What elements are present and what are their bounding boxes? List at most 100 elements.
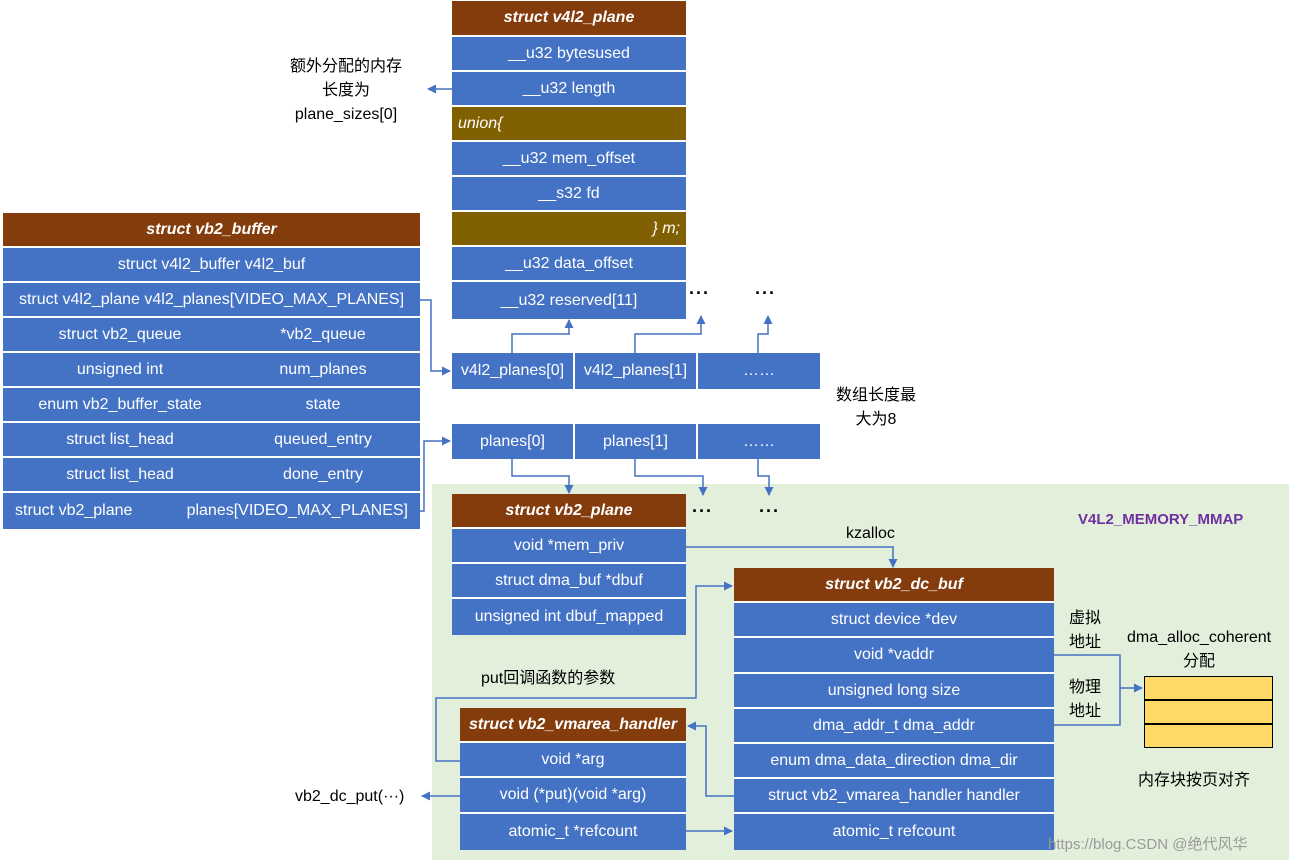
vb2-buffer-queue-type: struct vb2_queue — [58, 325, 182, 343]
planes-cell-0: planes[0] — [452, 424, 575, 459]
dma-alloc-line2: 分配 — [1183, 653, 1216, 670]
memory-block-2 — [1144, 700, 1273, 724]
v4l2-planes-cell-more: …… — [743, 362, 775, 379]
extra-alloc-note: 额外分配的内存 长度为 plane_sizes[0] — [290, 55, 402, 127]
vb2-buffer-done-entry-row: struct list_head done_entry — [3, 458, 420, 493]
vmarea-handler-refcount: atomic_t *refcount — [460, 814, 686, 850]
arrow-planesmore-to-more — [757, 459, 774, 496]
ellipsis-v4l2-plane-2: ··· — [755, 283, 776, 303]
vb2-buffer-v4l2-buf: struct v4l2_buffer v4l2_buf — [3, 248, 420, 283]
page-aligned-note: 内存块按页对齐 — [1138, 772, 1251, 789]
memory-block-1 — [1144, 676, 1273, 700]
watermark: https://blog.CSDN @绝代风华 — [1048, 836, 1248, 853]
vb2-dc-buf-handler: struct vb2_vmarea_handler handler — [734, 779, 1054, 814]
v4l2-plane-fd: __s32 fd — [452, 177, 686, 212]
vb2-buffer-queue-name: *vb2_queue — [280, 325, 366, 343]
v4l2-plane-union-end: } m; — [452, 212, 686, 247]
vb2-dc-buf-dma-dir: enum dma_data_direction dma_dir — [734, 744, 1054, 779]
array-length-note: 数组长度最 大为8 — [836, 384, 916, 432]
dma-alloc-line1: dma_alloc_coherent — [1127, 629, 1272, 646]
vb2-buffer-state-row: enum vb2_buffer_state state — [3, 388, 420, 423]
virtual-address-line2: 地址 — [1069, 634, 1102, 651]
arrow-cell0-to-v4l2-plane — [511, 319, 574, 353]
vb2-buffer-planes-row: struct vb2_plane planes[VIDEO_MAX_PLANES… — [3, 493, 420, 529]
physical-address-line1: 物理 — [1069, 679, 1102, 696]
vb2-buffer-queued-entry-row: struct list_head queued_entry — [3, 423, 420, 458]
v4l2-planes-cell-1: v4l2_planes[1] — [575, 353, 698, 389]
vb2-dc-buf-vaddr: void *vaddr — [734, 638, 1054, 674]
arrow-v4l2-planes-to-array — [420, 299, 451, 376]
extra-alloc-line3: plane_sizes[0] — [294, 106, 398, 123]
planes-cell-1: planes[1] — [575, 424, 698, 459]
vb2-dc-buf-dma-addr: dma_addr_t dma_addr — [734, 709, 1054, 744]
vb2-buffer-v4l2-planes: struct v4l2_plane v4l2_planes[VIDEO_MAX_… — [3, 283, 420, 318]
vb2-buffer-struct: struct vb2_buffer struct v4l2_buffer v4l… — [3, 213, 420, 529]
v4l2-planes-array: v4l2_planes[0] v4l2_planes[1] …… — [452, 353, 820, 389]
mmap-label: V4L2_MEMORY_MMAP — [1078, 511, 1244, 528]
extra-alloc-line2: 长度为 — [322, 82, 371, 99]
arrow-planes0-to-vb2-plane — [511, 459, 574, 494]
vb2-buffer-state-type: enum vb2_buffer_state — [38, 395, 202, 413]
line-dma-addr-to-memory — [1054, 688, 1121, 726]
ellipsis-vb2-plane-2: ··· — [759, 501, 780, 521]
arrow-mem-priv-to-dc-buf — [686, 546, 898, 568]
arrow-arg-to-dc-buf — [435, 581, 733, 762]
vb2-plane-mem-priv: void *mem_priv — [452, 529, 686, 564]
arrow-planes-to-array — [420, 436, 451, 512]
ellipsis-vb2-plane-1: ··· — [692, 501, 713, 521]
v4l2-plane-data-offset: __u32 data_offset — [452, 247, 686, 282]
dma-alloc-note: dma_alloc_coherent 分配 — [1127, 626, 1271, 674]
v4l2-planes-cell-0: v4l2_planes[0] — [452, 353, 575, 389]
vb2-buffer-done-entry-name: done_entry — [282, 465, 364, 483]
v4l2-plane-struct: struct v4l2_plane __u32 bytesused __u32 … — [452, 1, 686, 319]
physical-address-note: 物理 地址 — [1069, 676, 1101, 724]
v4l2-plane-length: __u32 length — [452, 72, 686, 107]
v4l2-plane-union-start: union{ — [452, 107, 686, 142]
vmarea-handler-struct: struct vb2_vmarea_handler void *arg void… — [460, 708, 686, 850]
vb2-dc-buf-refcount: atomic_t refcount — [734, 814, 1054, 850]
array-length-line2: 大为8 — [855, 411, 897, 428]
vb2-buffer-queued-entry-type: struct list_head — [66, 430, 174, 448]
vb2-dc-buf-size: unsigned long size — [734, 674, 1054, 709]
vb2-plane-title: struct vb2_plane — [452, 494, 686, 529]
arrow-handler-to-vmarea — [687, 721, 734, 797]
vmarea-handler-title: struct vb2_vmarea_handler — [460, 708, 686, 743]
v4l2-plane-title: struct v4l2_plane — [452, 1, 686, 37]
planes-array: planes[0] planes[1] …… — [452, 424, 820, 459]
v4l2-plane-bytesused: __u32 bytesused — [452, 37, 686, 72]
arrow-cellmore-to-more — [757, 315, 773, 353]
physical-address-line2: 地址 — [1069, 703, 1102, 720]
vb2-plane-struct: struct vb2_plane void *mem_priv struct d… — [452, 494, 686, 635]
vb2-buffer-num-planes-name: num_planes — [279, 360, 367, 378]
vmarea-handler-put: void (*put)(void *arg) — [460, 778, 686, 814]
dc-put-note: vb2_dc_put(···) — [295, 788, 405, 805]
vb2-buffer-planes-type: struct vb2_plane — [15, 502, 133, 519]
vb2-dc-buf-title: struct vb2_dc_buf — [734, 568, 1054, 603]
vb2-buffer-num-planes-row: unsigned int num_planes — [3, 353, 420, 388]
array-length-line1: 数组长度最 — [836, 387, 917, 404]
memory-block-3 — [1144, 724, 1273, 748]
vb2-dc-buf-struct: struct vb2_dc_buf struct device *dev voi… — [734, 568, 1054, 850]
v4l2-plane-mem-offset: __u32 mem_offset — [452, 142, 686, 177]
v4l2-plane-reserved: __u32 reserved[11] — [452, 282, 686, 319]
vb2-buffer-queued-entry-name: queued_entry — [274, 430, 372, 448]
put-param-note: put回调函数的参数 — [481, 670, 616, 687]
virtual-address-line1: 虚拟 — [1069, 610, 1102, 627]
line-vaddr-to-memory — [1054, 654, 1121, 688]
vb2-buffer-planes-name: planes[VIDEO_MAX_PLANES] — [186, 502, 408, 519]
arrow-cell1-to-more — [634, 315, 706, 353]
vb2-plane-dbuf: struct dma_buf *dbuf — [452, 564, 686, 599]
arrow-planes1-to-more — [634, 459, 708, 496]
ellipsis-v4l2-plane-1: ··· — [689, 283, 710, 303]
vb2-dc-buf-dev: struct device *dev — [734, 603, 1054, 638]
extra-alloc-line1: 额外分配的内存 — [290, 58, 403, 75]
vb2-buffer-num-planes-type: unsigned int — [76, 360, 164, 378]
planes-cell-more: …… — [743, 432, 775, 450]
virtual-address-note: 虚拟 地址 — [1069, 607, 1101, 655]
vb2-buffer-title: struct vb2_buffer — [3, 213, 420, 248]
vb2-buffer-done-entry-type: struct list_head — [66, 465, 174, 483]
kzalloc-label: kzalloc — [846, 525, 895, 542]
vmarea-handler-arg: void *arg — [460, 743, 686, 778]
vb2-buffer-queue-row: struct vb2_queue *vb2_queue — [3, 318, 420, 353]
